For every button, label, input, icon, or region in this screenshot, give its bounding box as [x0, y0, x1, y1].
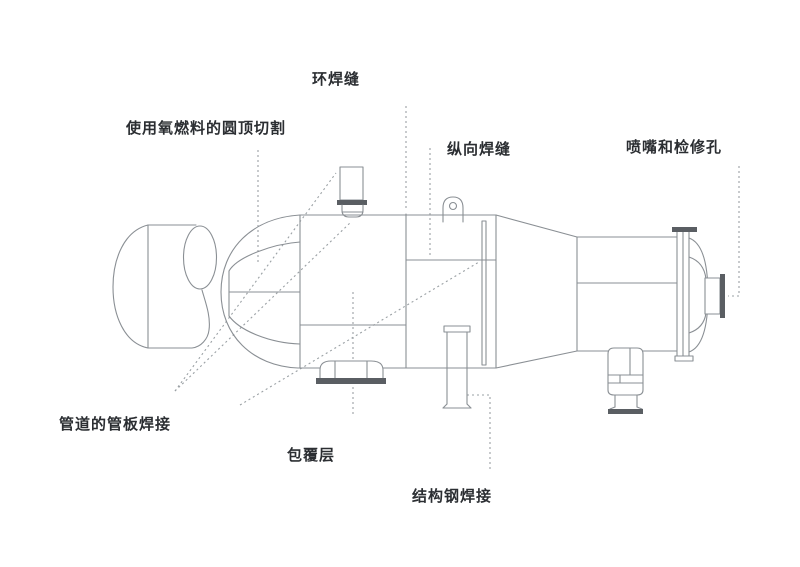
manway-base-plate	[316, 378, 386, 384]
bottom-nozzle-flange	[608, 409, 643, 414]
tubesheet-strip	[481, 220, 487, 366]
cut-dome-piece	[112, 224, 218, 349]
leader-tube-plate-a	[174, 172, 337, 392]
top-nozzle-flange	[337, 200, 367, 205]
leader-tube-plate-c	[239, 261, 480, 406]
label-structural-steel-weld: 结构钢焊接	[412, 488, 493, 505]
end-nozzle-flange	[720, 274, 725, 318]
end-nozzle	[704, 277, 721, 315]
label-dome-cut: 使用氧燃料的圆顶切割	[126, 120, 287, 137]
girth-flange-top-cap	[672, 227, 697, 232]
right-head	[688, 237, 725, 353]
lug-hole	[448, 201, 458, 211]
leader-tube-plate-b	[174, 221, 352, 392]
dome-cut-opening	[182, 225, 218, 290]
label-nozzles-manholes: 喷嘴和检修孔	[626, 139, 723, 156]
right-shell	[576, 236, 678, 352]
label-girth-weld: 环焊缝	[312, 71, 361, 88]
vessel-mid-shell	[297, 213, 497, 369]
support-leg	[442, 325, 472, 409]
transition-cone	[495, 214, 578, 369]
bottom-nozzle	[607, 347, 644, 414]
leader-structural-steel	[467, 394, 491, 472]
leader-nozzles-manholes	[728, 166, 740, 297]
lifting-lug	[442, 196, 464, 223]
girth-flange	[672, 227, 697, 362]
label-cladding: 包覆层	[287, 447, 336, 464]
leader-lines	[174, 106, 740, 472]
support-leg-cap	[443, 325, 471, 333]
vessel-left-head	[220, 214, 301, 369]
label-tube-plate-weld: 管道的管板焊接	[59, 416, 172, 433]
top-nozzle-pipe	[339, 166, 364, 201]
top-nozzle-pad	[341, 204, 364, 218]
bottom-manway	[316, 360, 386, 384]
label-longitudinal-weld: 纵向焊缝	[447, 141, 512, 158]
girth-flange-bottom-cap	[674, 355, 694, 362]
top-nozzle	[337, 166, 367, 218]
